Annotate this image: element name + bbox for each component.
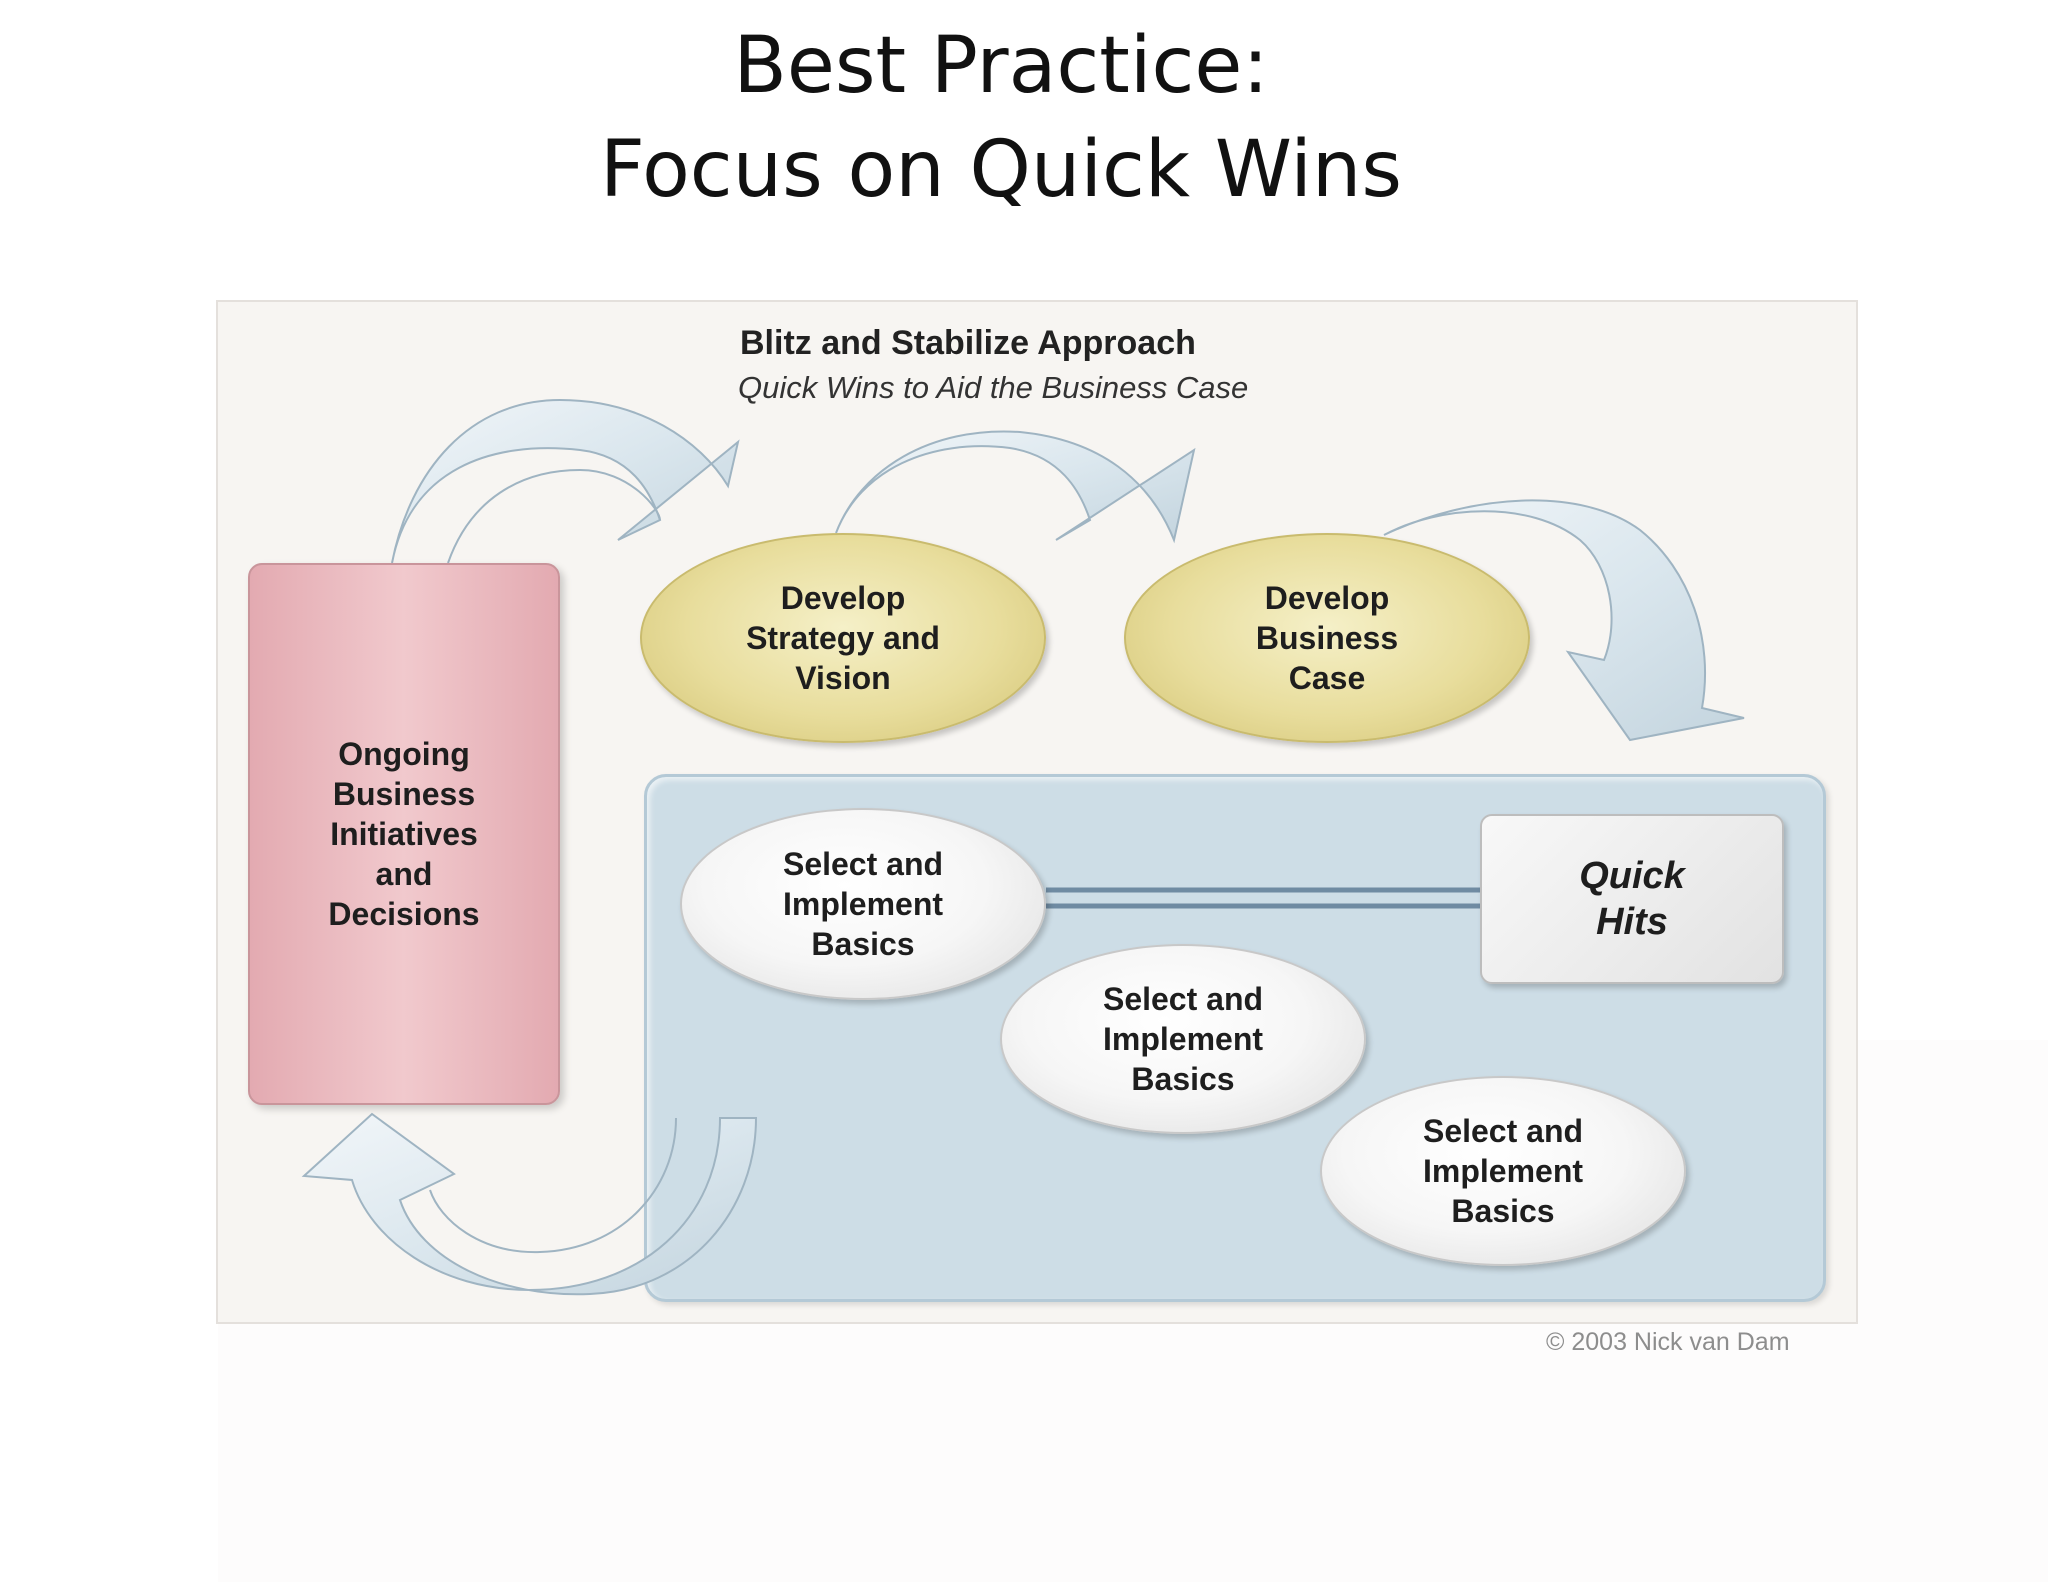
ongoing-business-box: Ongoing Business Initiatives and Decisio… — [248, 563, 560, 1105]
basics-ellipse-3: Select and Implement Basics — [1320, 1076, 1686, 1266]
slide-title-line-2: Focus on Quick Wins — [599, 125, 1402, 215]
diagram-title: Blitz and Stabilize Approach — [740, 324, 1196, 362]
quick-hits-box: Quick Hits — [1480, 814, 1784, 984]
diagram-subtitle: Quick Wins to Aid the Business Case — [738, 370, 1249, 405]
ongoing-business-label: Ongoing Business Initiatives and Decisio… — [328, 736, 480, 932]
basics-ellipse-1: Select and Implement Basics — [680, 808, 1046, 1000]
basics-ellipse-label: Select and Implement Basics — [782, 846, 944, 962]
basics-ellipse-label: Select and Implement Basics — [1102, 981, 1264, 1097]
curved-arrow-icon — [391, 398, 740, 564]
basics-ellipse-2: Select and Implement Basics — [1000, 944, 1366, 1134]
business-case-ellipse-label: Develop Business Case — [1255, 580, 1399, 696]
copyright-notice: © 2003 Nick van Dam — [1546, 1328, 1790, 1356]
curved-arrow-icon — [1383, 499, 1745, 742]
slide-title: Best Practice: Focus on Quick Wins — [0, 14, 2002, 222]
curved-arrow-icon — [301, 1112, 758, 1296]
slide-title-line-1: Best Practice: — [733, 21, 1269, 111]
curved-arrow-icon — [447, 468, 661, 564]
business-case-ellipse: Develop Business Case — [1124, 533, 1530, 743]
basics-ellipse-label: Select and Implement Basics — [1422, 1113, 1584, 1229]
strategy-ellipse: Develop Strategy and Vision — [640, 533, 1046, 743]
curved-arrow-icon — [835, 430, 1196, 544]
curved-arrow-icon — [429, 1117, 677, 1254]
strategy-ellipse-label: Develop Strategy and Vision — [746, 580, 940, 696]
quick-hits-label: Quick Hits — [1579, 855, 1685, 943]
